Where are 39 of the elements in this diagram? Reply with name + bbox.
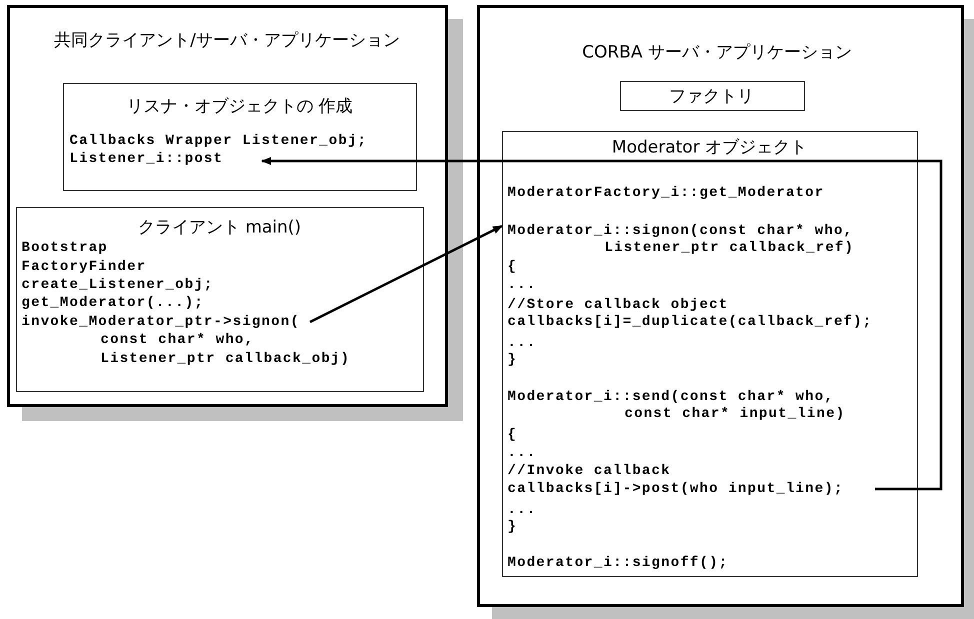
code-line: //Store callback object	[508, 296, 728, 314]
code-line: Bootstrap	[22, 238, 108, 256]
code-line: //Invoke callback	[508, 462, 671, 480]
heading: Moderator オブジェクト	[612, 136, 808, 158]
code-line: Listener_ptr callback_ref)	[604, 238, 854, 256]
arrow	[309, 224, 503, 324]
code-line: Callbacks Wrapper Listener_obj;	[70, 132, 368, 150]
client-panel	[16, 207, 424, 392]
code-line: FactoryFinder	[22, 258, 146, 276]
code-line: ...	[508, 500, 536, 518]
code-line: callbacks[i]->post(who input_line);	[508, 480, 874, 498]
code-line: Listener_i::post	[70, 150, 262, 168]
code-line: }	[508, 518, 518, 536]
arrow	[261, 157, 942, 490]
code-line: }	[508, 350, 518, 368]
heading: リスナ・オブジェクトの 作成	[126, 95, 353, 117]
code-line: invoke_Moderator_ptr->signon(	[22, 312, 310, 330]
object-panel	[502, 131, 918, 577]
code-line: Moderator_i::signoff();	[508, 554, 728, 572]
code-line: {	[508, 258, 518, 276]
code-line: const char* who,	[100, 330, 254, 348]
code-line: ...	[508, 334, 536, 352]
code-line: ...	[508, 276, 536, 294]
heading: CORBA サーバ・アプリケーション	[582, 42, 852, 64]
object-panel	[63, 83, 417, 191]
code-line: callbacks[i]=_duplicate(callback_ref);	[508, 312, 872, 330]
code-line: ModeratorFactory_i::get_Moderator	[508, 184, 824, 202]
heading: クライアント main()	[138, 216, 302, 238]
code-line: Moderator_i::send(const char* who,	[508, 388, 834, 406]
code-line: const char* input_line)	[624, 404, 846, 422]
code-line: create_Listener_obj;	[22, 276, 214, 294]
code-line: get_Moderator(...);	[22, 294, 204, 312]
heading: 共同クライアント/サーバ・アプリケーション	[54, 30, 400, 52]
code-line: {	[508, 426, 518, 444]
code-line: ...	[508, 444, 536, 462]
code-line: Listener_ptr callback_obj)	[100, 350, 350, 368]
heading: ファクトリ	[669, 85, 754, 107]
code-line: Moderator_i::signon(const char* who,	[508, 222, 854, 240]
factory-panel	[620, 81, 805, 111]
